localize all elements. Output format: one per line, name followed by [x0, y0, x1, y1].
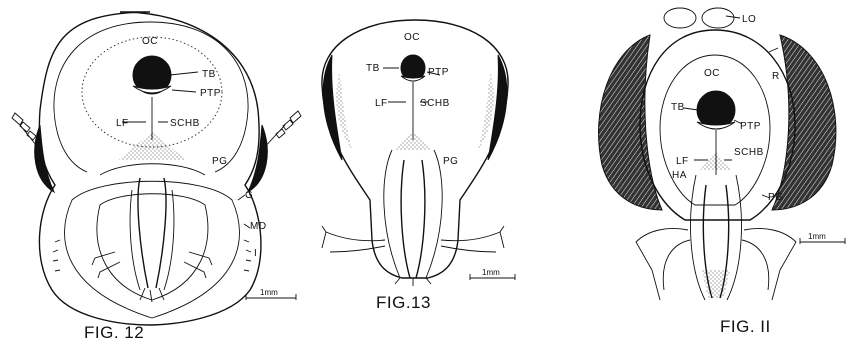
fig12-label-tb: TB — [202, 69, 216, 80]
fig11-label-r: R — [772, 71, 780, 82]
fig13-scale-bar: 1mm — [470, 268, 515, 280]
fig12-label-i: I — [254, 248, 257, 259]
fig13-drawing — [322, 20, 508, 286]
fig12-caption: FIG. 12 — [84, 323, 144, 342]
fig13-scale-label: 1mm — [482, 268, 500, 277]
fig12-label-g: G — [245, 190, 253, 201]
fig13-label-schb: SCHB — [420, 98, 450, 109]
fig12-label-schb: SCHB — [170, 118, 200, 129]
fig13-label-pg: PG — [443, 156, 458, 167]
fig13-label-lf: LF — [375, 98, 388, 109]
fig11-scale-bar: 1mm — [800, 232, 845, 244]
fig13-caption: FIG.13 — [376, 293, 431, 312]
fig12-label-ptp: PTP — [200, 88, 221, 99]
fig11-caption: FIG. II — [720, 317, 771, 336]
fig11-drawing — [599, 8, 836, 300]
fig11-scale-label: 1mm — [808, 232, 826, 241]
fig11-label-oc: OC — [704, 68, 720, 79]
fig12-drawing — [12, 12, 301, 325]
fig12-label-oc: OC — [142, 36, 158, 47]
fig13-label-oc: OC — [404, 32, 420, 43]
fig13-label-ptp: PTP — [428, 67, 449, 78]
fig11-label-schb: SCHB — [734, 147, 764, 158]
fig12-label-pg: PG — [212, 156, 227, 167]
fig12-scale-bar: 1mm — [246, 288, 296, 300]
fig11-label-ha: HA — [672, 170, 687, 181]
fig12-scale-label: 1mm — [260, 288, 278, 297]
fig11-label-lo: LO — [742, 14, 756, 25]
fig11-label-lf: LF — [676, 156, 689, 167]
fig11-label-pg: PG — [768, 192, 783, 203]
fig12-label-md: MD — [250, 221, 267, 232]
fig13-label-tb: TB — [366, 63, 380, 74]
fig12-label-lf: LF — [116, 118, 129, 129]
fig11-label-ptp: PTP — [740, 121, 761, 132]
fig11-label-tb: TB — [671, 102, 685, 113]
